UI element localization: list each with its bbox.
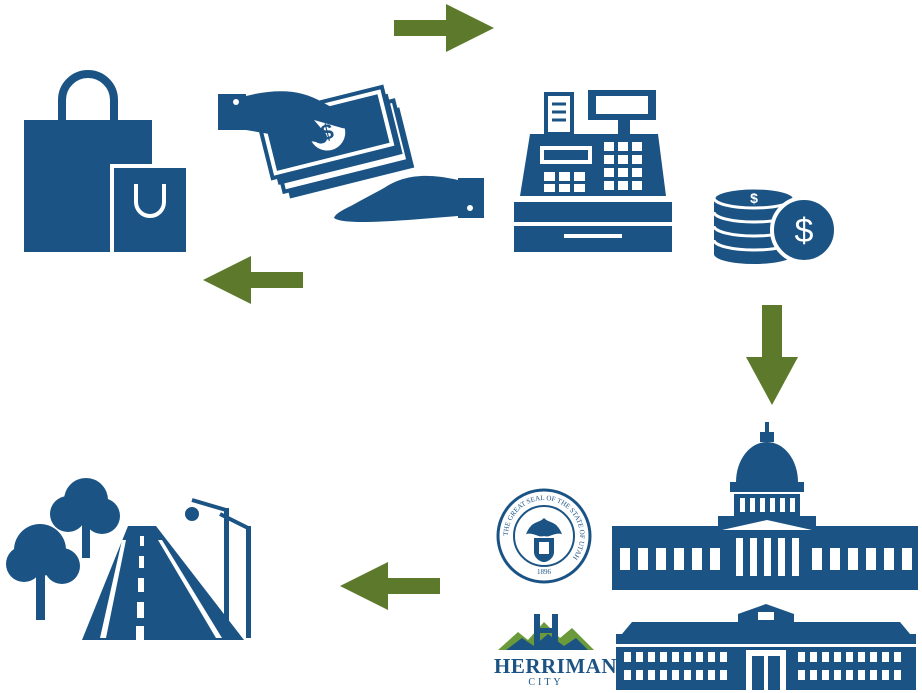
state-seal-icon: THE GREAT SEAL OF THE STATE OF UTAH 1896 — [496, 488, 592, 584]
seal-year: 1896 — [537, 568, 552, 576]
road-trees-icon — [6, 478, 251, 640]
cash-exchange-icon: $ — [218, 84, 484, 222]
arrow-down-icon — [746, 305, 798, 405]
cash-register-icon — [514, 90, 672, 252]
shopping-bag-icon — [24, 70, 188, 252]
city-hall-icon — [612, 604, 920, 690]
arrow-left-icon — [203, 256, 303, 304]
svg-text:$: $ — [750, 190, 758, 206]
herriman-logo-name: HERRIMAN — [494, 654, 617, 678]
coin-stack-icon: $ $ — [712, 186, 838, 264]
arrow-left-icon — [340, 562, 440, 610]
herriman-logo-subtitle: CITY — [528, 677, 564, 688]
arrow-right-icon — [394, 4, 494, 52]
capitol-building-icon — [612, 422, 918, 590]
herriman-city-logo — [498, 614, 594, 650]
svg-text:$: $ — [795, 212, 814, 250]
